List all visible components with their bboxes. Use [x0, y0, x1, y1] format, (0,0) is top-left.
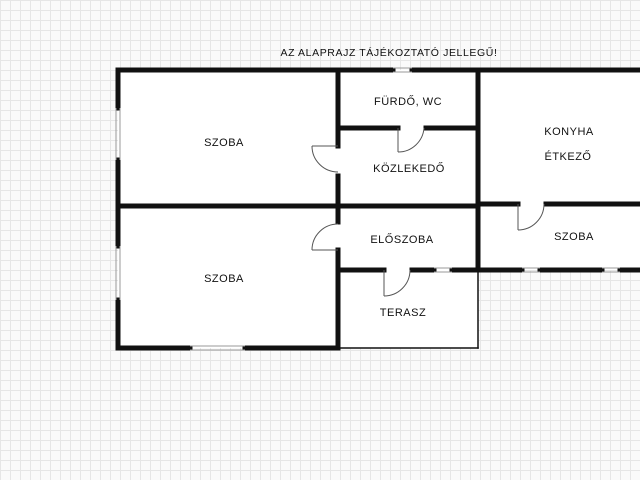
room-label-szoba-upper: SZOBA: [204, 137, 244, 149]
room-label-kozlekedo: KÖZLEKEDŐ: [373, 161, 445, 175]
room-label-konyha: KONYHA: [544, 126, 594, 138]
window-top: [393, 67, 412, 73]
room-labels: SZOBA SZOBA FÜRDŐ, WC KÖZLEKEDŐ ELŐSZOBA…: [204, 94, 594, 319]
door-bathroom: [397, 127, 425, 153]
room-fills: [118, 70, 640, 348]
window-right-room-2: [602, 267, 620, 273]
walls: [115, 67, 640, 351]
window-left-upper: [115, 108, 121, 160]
window-right-room-1: [522, 267, 540, 273]
room-label-furdo-wc: FÜRDŐ, WC: [374, 94, 442, 108]
room-label-terasz: TERASZ: [380, 307, 426, 319]
door-lower-room: [311, 223, 339, 251]
window-bottom-left: [190, 345, 245, 351]
room-label-szoba-right: SZOBA: [554, 231, 594, 243]
windows: [115, 67, 620, 351]
room-label-etkezo: ÉTKEZŐ: [544, 149, 591, 163]
door-terrace: [383, 269, 411, 297]
room-label-szoba-lower: SZOBA: [204, 273, 244, 285]
window-left-lower: [115, 246, 121, 300]
doors: [311, 127, 545, 297]
disclaimer-note: AZ ALAPRAJZ TÁJÉKOZTATÓ JELLEGŰ!: [281, 45, 498, 59]
window-elo-terasz: [434, 267, 452, 273]
door-upper-room: [311, 145, 339, 173]
room-label-eloszoba: ELŐSZOBA: [370, 232, 433, 246]
door-right-room: [517, 203, 545, 231]
